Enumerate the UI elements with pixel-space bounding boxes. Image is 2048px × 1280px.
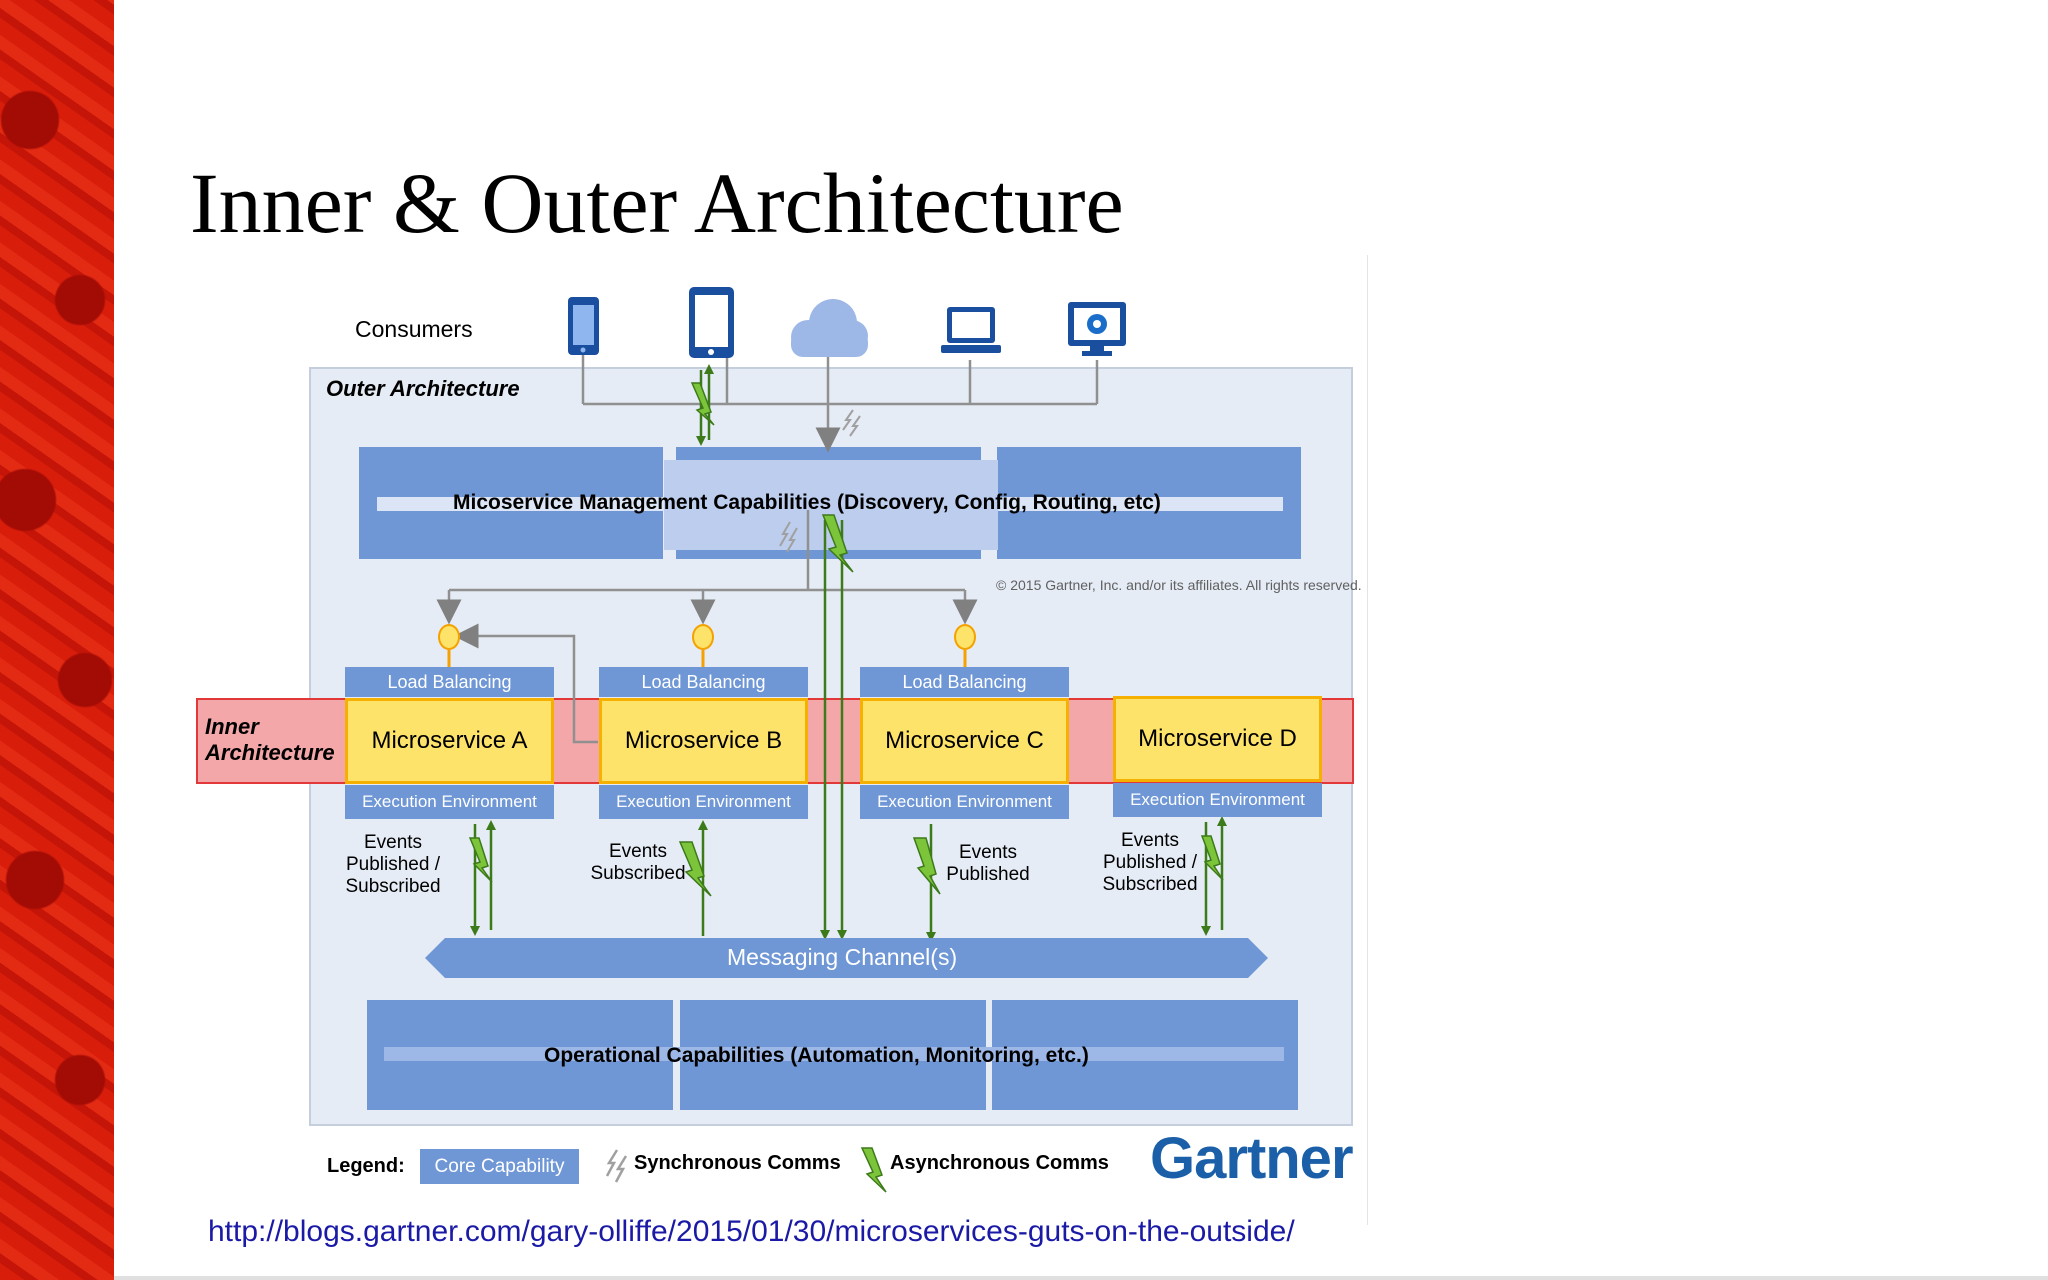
outer-architecture-label: Outer Architecture — [326, 376, 520, 401]
operational-band — [384, 1047, 1284, 1061]
load-balancer-bulb-a — [438, 624, 460, 650]
events-label-a: Events Published / Subscribed — [345, 832, 441, 897]
consumers-label: Consumers — [355, 316, 473, 342]
execution-environment-d: Execution Environment — [1113, 783, 1322, 817]
execution-environment-a: Execution Environment — [345, 785, 554, 819]
laptop-icon — [941, 307, 1001, 353]
messaging-channel-label: Messaging Channel(s) — [727, 944, 958, 970]
slide-bottom-rule — [114, 1276, 2048, 1280]
execution-environment-b: Execution Environment — [599, 785, 808, 819]
events-label-b: Events Subscribed — [590, 841, 686, 884]
legend-sync-icon — [605, 1149, 628, 1183]
microservice-b: Microservice B — [599, 698, 808, 784]
management-capabilities-label: Micoservice Management Capabilities (Dis… — [453, 491, 1161, 514]
slide-title: Inner & Outer Architecture — [190, 155, 1124, 251]
load-balancing-c: Load Balancing — [860, 667, 1069, 697]
smartphone-icon — [568, 297, 599, 355]
tablet-icon — [689, 287, 734, 358]
load-balancer-bulb-c — [954, 624, 976, 650]
inner-architecture-label-line1: Inner — [205, 714, 259, 739]
load-balancer-bulb-b — [692, 624, 714, 650]
legend-sync-label: Synchronous Comms — [634, 1152, 841, 1174]
events-label-d: Events Published / Subscribed — [1102, 830, 1198, 895]
decorative-side-band — [0, 0, 114, 1280]
execution-environment-c: Execution Environment — [860, 785, 1069, 819]
gartner-logo: Gartner — [1150, 1126, 1354, 1191]
microservice-c: Microservice C — [860, 698, 1069, 784]
inner-architecture-label-line2: Architecture — [205, 740, 335, 765]
copyright-notice: © 2015 Gartner, Inc. and/or its affiliat… — [996, 577, 1362, 593]
desktop-settings-icon — [1068, 302, 1126, 356]
operational-capabilities-label: Operational Capabilities (Automation, Mo… — [544, 1044, 1089, 1067]
events-label-c: Events Published — [946, 842, 1030, 885]
diagram-edge-line — [1367, 255, 1368, 1225]
reference-link[interactable]: http://blogs.gartner.com/gary-olliffe/20… — [208, 1215, 1295, 1248]
legend-async-label: Asynchronous Comms — [890, 1152, 1109, 1174]
legend-async-icon — [860, 1147, 887, 1193]
microservice-a: Microservice A — [345, 698, 554, 784]
load-balancing-a: Load Balancing — [345, 667, 554, 697]
legend-core-capability: Core Capability — [420, 1149, 579, 1184]
load-balancing-b: Load Balancing — [599, 667, 808, 697]
microservice-d: Microservice D — [1113, 696, 1322, 782]
legend-title: Legend: — [327, 1155, 405, 1177]
cloud-icon — [791, 299, 868, 357]
